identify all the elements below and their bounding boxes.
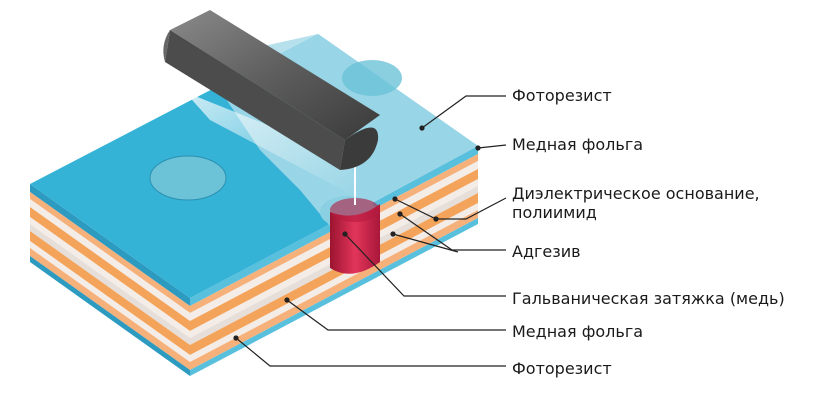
label-copper-foil-top: Медная фольга [512, 135, 644, 154]
via-pad [149, 155, 227, 201]
label-dielectric-line1: Диэлектрическое основание, [512, 184, 760, 203]
exposure-roller [163, 10, 380, 170]
label-dielectric-line2: полиимид [512, 203, 597, 222]
label-plating: Гальваническая затяжка (медь) [512, 289, 785, 308]
label-dielectric: Диэлектрическое основание, полиимид [512, 184, 760, 222]
label-copper-foil-bottom: Медная фольга [512, 322, 644, 341]
via-pad-top [342, 60, 402, 96]
label-photoresist-top: Фоторезист [512, 86, 612, 105]
exposure-beam [185, 92, 358, 198]
left-stack-layers [30, 184, 190, 376]
label-photoresist-bottom: Фоторезист [512, 359, 612, 378]
label-adhesive: Адгезив [512, 242, 581, 261]
through-hole-plating [330, 198, 380, 274]
leader-lines [233, 95, 507, 367]
